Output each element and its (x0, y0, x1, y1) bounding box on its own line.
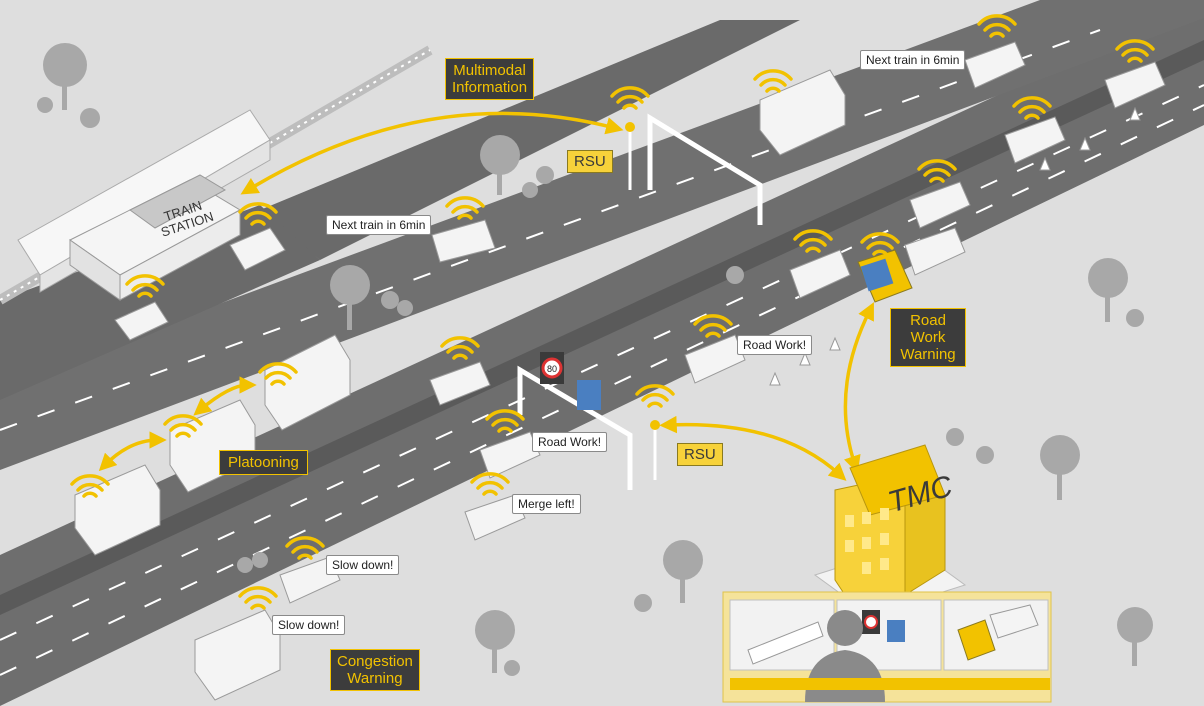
next-train-bubble-mid: Next train in 6min (326, 215, 432, 235)
lane-markings (0, 29, 1204, 676)
platooning-label: Platooning (219, 450, 308, 475)
traffic-cones (769, 106, 1141, 386)
next-train-bubble-top: Next train in 6min (860, 50, 966, 70)
rsu-label-top: RSU (567, 150, 613, 173)
communication-arrows (98, 111, 874, 481)
rsu-units (625, 122, 660, 480)
merge-left-bubble: Merge left! (512, 494, 581, 514)
control-room (722, 591, 1052, 703)
road-work-warning-label: Road Work Warning (890, 308, 966, 367)
road-work-bubble-1: Road Work! (737, 335, 813, 355)
road-work-warning-line-3: Warning (900, 346, 956, 363)
road-work-warning-line-1: Road (910, 312, 946, 329)
multimodal-label-line-1: Multimodal (453, 62, 526, 79)
multimodal-label-line-2: Information (452, 79, 528, 96)
road-work-bubble-2: Road Work! (532, 432, 608, 452)
road-work-warning-line-2: Work (910, 329, 946, 346)
rsu-label-mid: RSU (677, 443, 723, 466)
multimodal-information-label: Multimodal Information (445, 58, 535, 100)
slow-down-bubble-1: Slow down! (326, 555, 400, 575)
slow-down-bubble-2: Slow down! (272, 615, 346, 635)
speed-limit-sign-text: 80 (547, 364, 557, 374)
congestion-label-line-2: Warning (347, 670, 403, 687)
gantry-signs: 80 (540, 352, 601, 410)
wifi-signal-icons (70, 14, 1155, 630)
gantries (517, 113, 763, 490)
road-work-sign-truck (857, 249, 913, 303)
congestion-label-line-1: Congestion (337, 653, 413, 670)
congestion-warning-label: Congestion Warning (330, 649, 420, 691)
